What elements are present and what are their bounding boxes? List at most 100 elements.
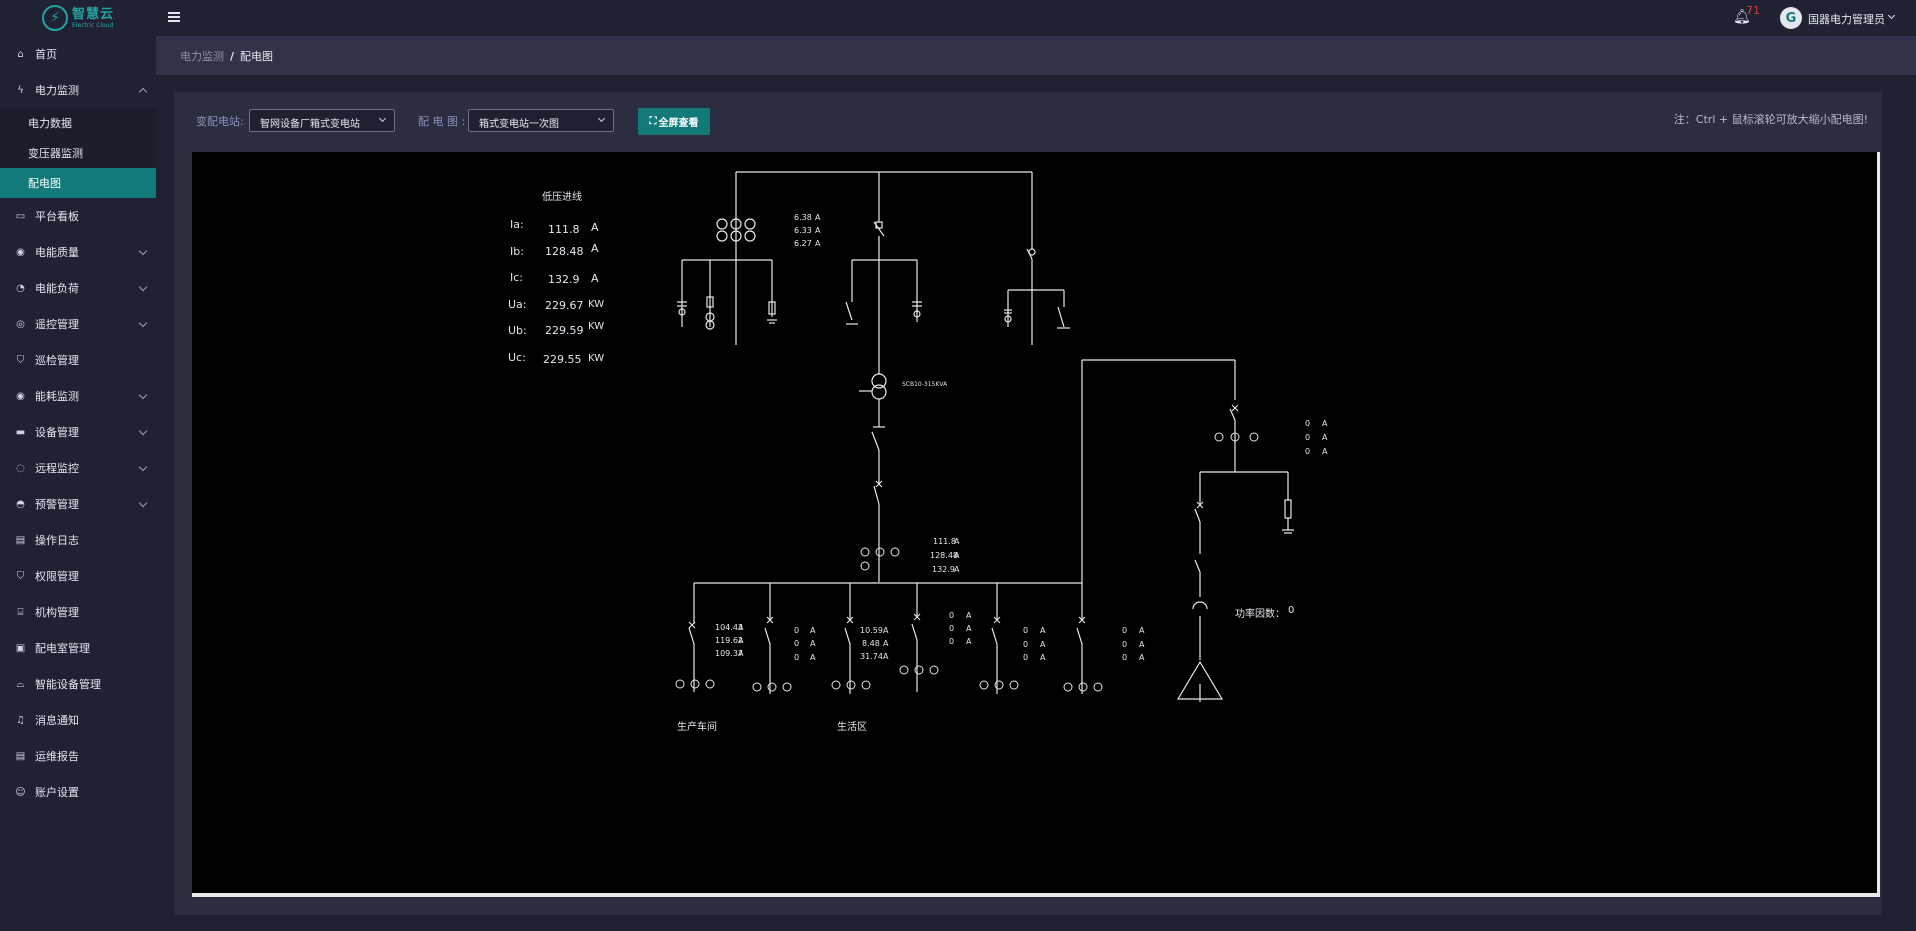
alarm-icon: ◓ [16,498,25,510]
sidebar-item-label: 电能负荷 [35,282,79,295]
fullscreen-button[interactable]: ⛶全屏查看 [638,108,710,135]
unit-label: A [966,611,972,620]
sidebar-item-dashboard[interactable]: ▭平台看板 [0,198,156,234]
unit-label: A [883,639,889,648]
sidebar-item-notifications[interactable]: ♫消息通知 [0,702,156,738]
chevron-down-icon [138,426,148,436]
sidebar-item-organizations[interactable]: ⌸机构管理 [0,594,156,630]
reading-unit: KW [588,321,605,332]
chevron-down-icon [138,390,148,400]
logo-icon: ⚡ [41,5,68,31]
main-current: 128.48 [930,551,958,560]
breadcrumb-parent[interactable]: 电力监测 [180,50,224,63]
feeder-current: 0 [794,626,800,635]
unit-label: A [1322,447,1328,456]
feeder-current: 0 [1122,653,1128,662]
reading-unit: A [591,242,599,255]
report-icon: ▤ [15,750,26,762]
sidebar-item-smart-devices[interactable]: ⌓智能设备管理 [0,666,156,702]
power-factor-label: 功率因数： [1235,609,1285,620]
sidebar-item-label: 操作日志 [35,534,79,547]
feeder-current: 0 [794,653,800,662]
sidebar-item-label: 平台看板 [35,210,79,223]
sidebar-item-account-settings[interactable]: ☺账户设置 [0,774,156,810]
feeder-current: 0 [1023,626,1029,635]
logo-name: 智慧云 [71,6,114,22]
reading-name: Ib: [510,245,524,258]
reading-name: Uc: [508,351,526,364]
unit-label: A [815,226,821,235]
sidebar-subitem-distribution-diagram[interactable]: 配电图 [0,168,156,198]
unit-label: A [1040,640,1046,649]
chevron-down-icon [378,114,387,123]
unit-label: A [810,653,816,662]
chevron-down-icon [138,246,148,256]
diagram-wiring [675,171,1294,702]
sidebar-item-distribution-rooms[interactable]: ▣配电室管理 [0,630,156,666]
sidebar-item-alarm-management[interactable]: ◓预警管理 [0,486,156,522]
feeder-current: 109.37 [715,649,743,658]
zoom-hint: 注：Ctrl + 鼠标滚轮可放大缩小配电图! [1673,113,1868,126]
unit-label: A [954,565,960,574]
feeder-current: 0 [1122,626,1128,635]
app-logo[interactable]: ⚡ 智慧云 Electric Cloud [0,0,156,36]
feeder-current: 0 [1023,653,1029,662]
sidebar-item-remote-control[interactable]: ◎遥控管理 [0,306,156,342]
chevron-down-icon [138,282,148,292]
shield-icon: ⛉ [16,354,25,366]
sidebar-item-remote-monitoring[interactable]: ◌远程监控 [0,450,156,486]
sidebar-item-ops-report[interactable]: ▤ 运维报告 [0,738,156,774]
chevron-down-icon[interactable] [1887,11,1896,20]
reading-name: Ua: [508,298,527,311]
chevron-down-icon [597,114,606,123]
sidebar-item-power-quality[interactable]: ◉电能质量 [0,234,156,270]
unit-label: A [1040,626,1046,635]
hv-current: 6.38 [794,213,812,222]
logo-name-en: Electric Cloud [71,21,114,29]
unit-label: A [954,551,960,560]
main-current: 132.9 [932,565,955,574]
feeder-current: 10.59 [860,626,883,635]
station-select[interactable]: 智网设备厂箱式变电站 [249,109,395,132]
shield-icon: ⛉ [16,570,25,582]
unit-label: A [1139,626,1145,635]
unit-label: A [1139,640,1145,649]
sidebar-item-operation-log[interactable]: ▤ 操作日志 [0,522,156,558]
sidebar-item-label: 首页 [35,48,57,61]
feeder-current: 0 [794,639,800,648]
user-icon: ☺ [15,786,26,798]
sidebar-item-inspection[interactable]: ⛉巡检管理 [0,342,156,378]
reading-name: Ia: [510,218,524,231]
avatar[interactable]: G [1780,7,1802,29]
router-icon: ⌓ [16,678,25,690]
hv-current: 6.33 [794,226,812,235]
menu-toggle-icon[interactable] [168,12,180,22]
sidebar-item-home[interactable]: ⌂首页 [0,36,156,72]
chevron-down-icon [138,462,148,472]
unit-label: A [815,213,821,222]
unit-label: A [966,624,972,633]
bell-icon[interactable]: 🔔︎ [1733,9,1751,25]
single-line-diagram[interactable]: 低压进线 Ia: 111.8 A Ib: 128.48 A Ic: 132.9 … [192,152,1880,897]
log-icon: ▤ [15,534,26,546]
breadcrumb: 电力监测/配电图 [180,48,273,64]
sidebar-subitem-power-data[interactable]: 电力数据 [28,117,72,130]
sidebar-item-device-management[interactable]: ▬设备管理 [0,414,156,450]
user-name[interactable]: 国器电力管理员 [1808,13,1885,26]
diagram-select[interactable]: 箱式变电站一次图 [468,109,614,132]
breadcrumb-bar: 电力监测/配电图 [156,36,1916,75]
feeder-current: 0 [949,611,955,620]
sidebar-item-energy-monitoring[interactable]: ◉能耗监测 [0,378,156,414]
feeder-current: 119.62 [715,636,743,645]
sidebar-item-permissions[interactable]: ⛉权限管理 [0,558,156,594]
unit-label: A [810,626,816,635]
sidebar-subitem-transformer-monitoring[interactable]: 变压器监测 [28,147,83,160]
unit-label: A [738,623,744,632]
breadcrumb-separator: / [230,50,235,63]
reading-unit: A [591,221,599,234]
sidebar-item-label: 运维报告 [35,750,79,763]
reading-value: 229.67 [545,299,584,312]
sidebar-item-power-load[interactable]: ◔电能负荷 [0,270,156,306]
